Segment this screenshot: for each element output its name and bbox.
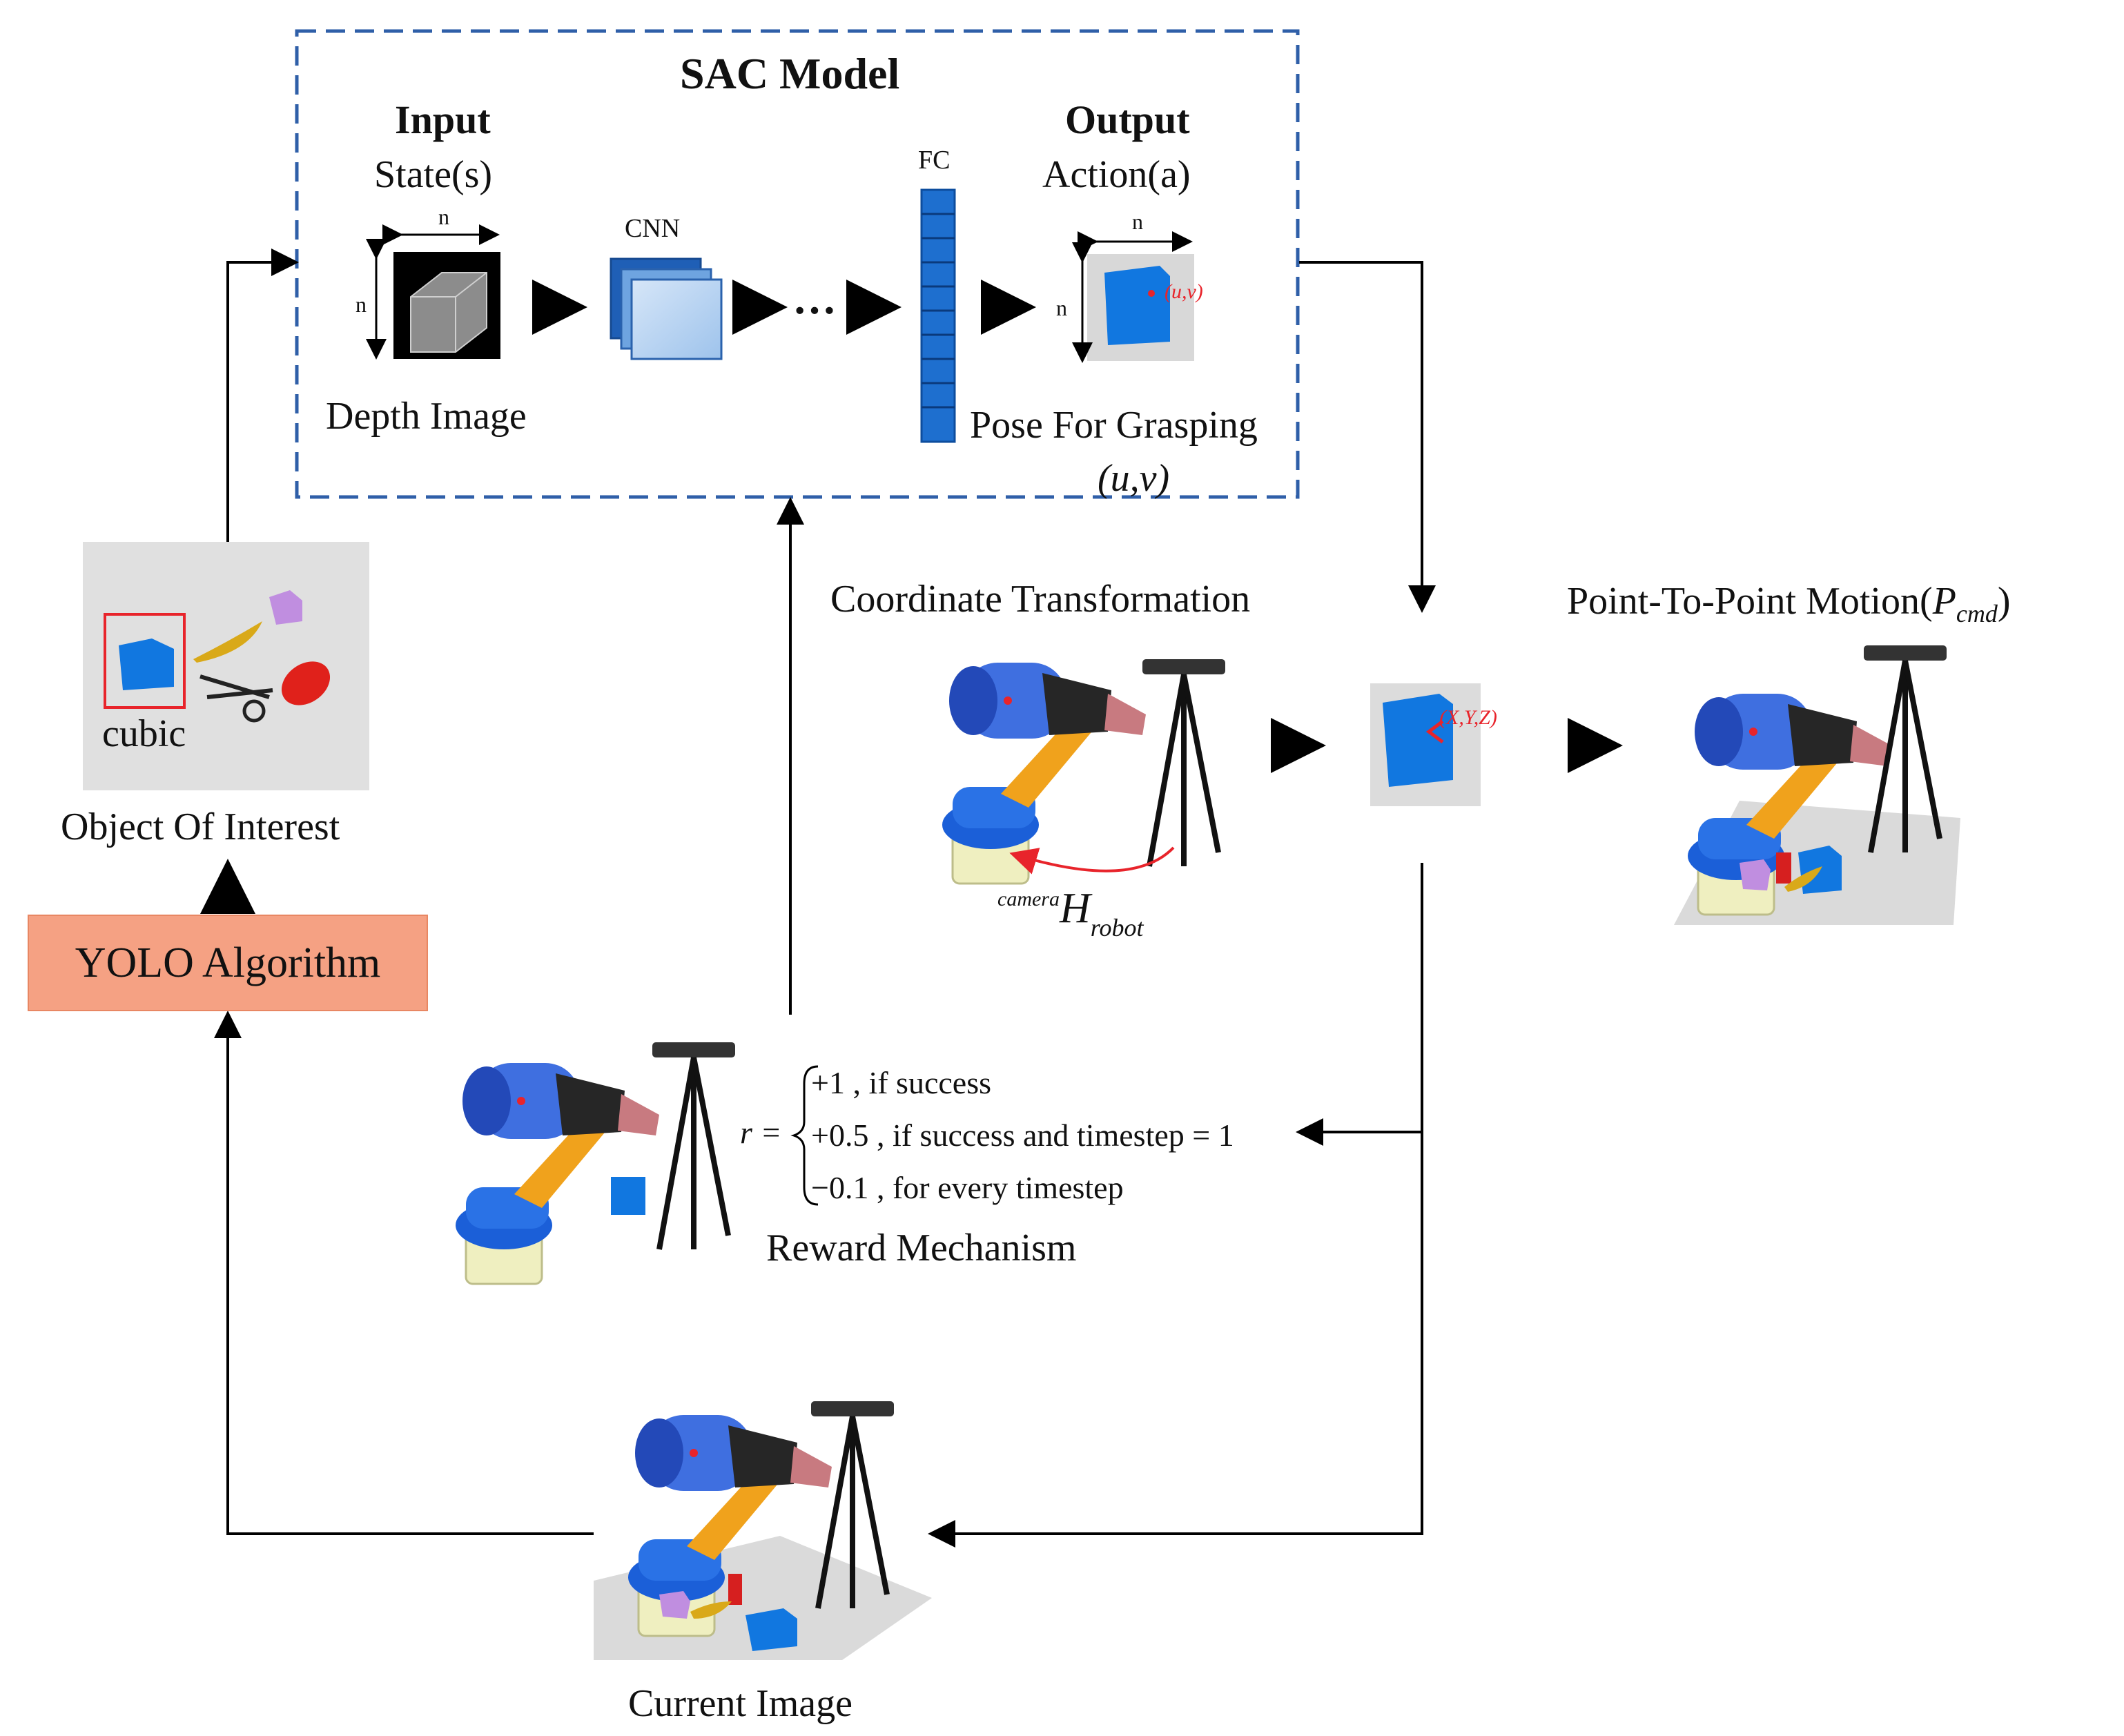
coordinate-robot — [941, 661, 1147, 885]
depth-image-label: Depth Image — [326, 395, 527, 438]
reward-robot — [454, 1062, 661, 1285]
arrow-sac-to-cube — [1299, 261, 1436, 613]
sac-model-title: SAC Model — [680, 49, 900, 98]
cnn-label: CNN — [625, 214, 681, 243]
output-action-label: Action(a) — [1042, 153, 1191, 196]
ellipsis-label: ··· — [792, 286, 837, 335]
xyz-marker-label: (X,Y,Z) — [1439, 706, 1497, 729]
yolo-algorithm-label: YOLO Algorithm — [75, 939, 381, 986]
h-subscript: robot — [1090, 914, 1144, 942]
pose-coords-label: (u,v) — [1098, 457, 1170, 500]
reward-grasped-cube — [611, 1177, 645, 1215]
current-image-caption: Current Image — [628, 1682, 852, 1725]
motion-title-prefix: Point-To-Point Motion( — [1567, 580, 1933, 623]
h-main: H — [1059, 885, 1091, 932]
cnn-block — [610, 257, 723, 360]
output-height-label: n — [1056, 295, 1067, 320]
camera-h-robot-formula: cameraHrobot — [997, 887, 1143, 940]
h-superscript: camera — [997, 888, 1060, 910]
fc-layer — [920, 188, 956, 443]
reward-case-1: +1 , if success — [811, 1065, 991, 1100]
output-width-label: n — [1132, 209, 1143, 234]
input-state-label: State(s) — [374, 153, 493, 196]
camera-robot-transform-arrow — [1009, 846, 1175, 875]
cubic-label: cubic — [102, 712, 186, 755]
reward-variable: r = — [740, 1115, 782, 1150]
depth-image-thumbnail — [393, 252, 500, 359]
input-title: Input — [395, 97, 491, 142]
depth-width-label: n — [438, 204, 449, 229]
reward-case-3: −0.1 , for every timestep — [811, 1170, 1124, 1205]
object-of-interest-caption: Object Of Interest — [61, 806, 340, 848]
uv-marker-label: (u,v) — [1165, 280, 1203, 303]
coordinate-camera-tripod — [1142, 659, 1225, 866]
output-action-thumbnail — [1087, 254, 1194, 361]
arrow-current-to-yolo — [214, 1011, 594, 1535]
reward-mechanism-caption: Reward Mechanism — [766, 1227, 1077, 1269]
depth-height-label: n — [355, 292, 367, 317]
output-title: Output — [1065, 97, 1190, 142]
motion-title-sub: cmd — [1956, 600, 1998, 627]
pose-grasping-label: Pose For Grasping — [970, 404, 1258, 447]
yolo-algorithm-box: YOLO Algorithm — [28, 915, 428, 1011]
object-of-interest-image — [83, 542, 369, 790]
current-image-scene — [594, 1401, 932, 1660]
target-cube-xyz — [1370, 683, 1481, 806]
motion-scene — [1674, 645, 1960, 925]
fc-label: FC — [918, 146, 951, 175]
reward-case-2: +0.5 , if success and timestep = 1 — [811, 1118, 1234, 1153]
motion-title-var: P — [1932, 580, 1956, 623]
coordinate-transformation-title: Coordinate Transformation — [830, 578, 1251, 621]
motion-title-suffix: ) — [1997, 580, 2011, 623]
arrow-cube-to-current — [928, 863, 1423, 1548]
arrow-object-to-sac — [226, 248, 299, 542]
reward-brace — [790, 1065, 819, 1206]
point-to-point-motion-title: Point-To-Point Motion(Pcmd) — [1567, 582, 2011, 626]
reward-camera-tripod — [652, 1042, 735, 1249]
